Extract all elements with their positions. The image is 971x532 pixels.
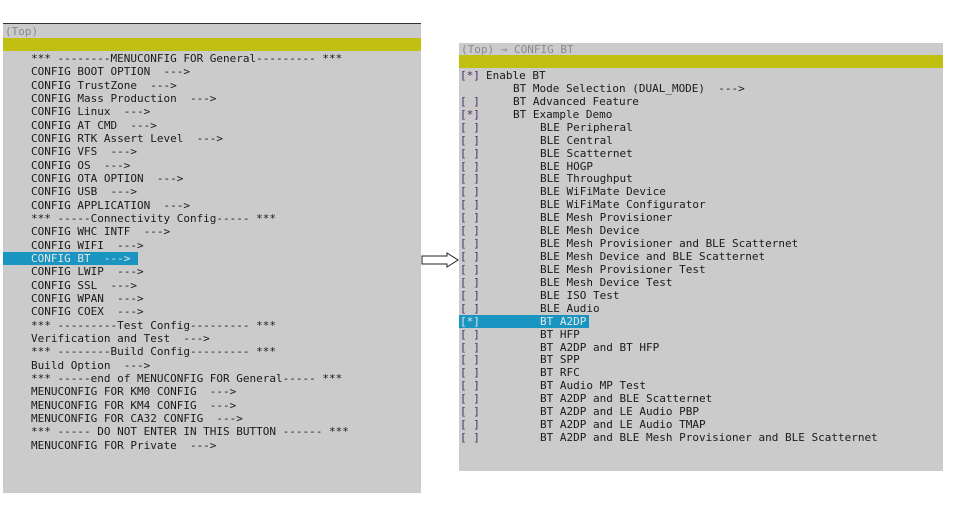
menu-item-label: MENUCONFIG FOR KM4 CONFIG ---> [31,398,237,412]
menu-item-label: CONFIG WIFI ---> [31,238,144,252]
menu-item-label: *** -----end of MENUCONFIG FOR General--… [31,371,343,385]
menu-item-label: CONFIG AT CMD ---> [31,118,157,132]
menu-item-label: CONFIG VFS ---> [31,145,137,159]
menu-item-label: BT Advanced Feature [513,94,639,108]
menu-item-label: CONFIG OS ---> [31,158,131,172]
menu-item-label: CONFIG TrustZone ---> [31,78,177,92]
menu-item-label: BLE Scatternet [540,146,633,160]
menu-item-label: CONFIG SSL ---> [31,278,137,292]
menu-item-label: BT A2DP and LE Audio PBP [540,405,699,419]
checkbox[interactable]: [ ] [460,237,480,251]
menu-item-label: BT HFP [540,327,580,341]
checkbox[interactable]: [*] [460,69,480,82]
checkbox[interactable]: [ ] [460,198,480,212]
menu-item-label: CONFIG OTA OPTION ---> [31,171,184,185]
checkbox[interactable]: [ ] [460,327,480,341]
menu-item-label: BT SPP [540,353,580,367]
menu-item-label: CONFIG WPAN ---> [31,291,144,305]
checkbox[interactable]: [*] [460,314,480,328]
menu-item-label: CONFIG Linux ---> [31,105,151,119]
checkbox[interactable]: [ ] [460,379,480,393]
menu-item-label: CONFIG COEX ---> [31,305,144,319]
menu-item-label: BLE Mesh Device and BLE Scatternet [540,250,766,264]
menu-item-label: BT Example Demo [513,107,613,121]
menu-item-label: BLE Mesh Provisioner [540,211,673,225]
menu-item-label: BLE WiFiMate Configurator [540,198,706,212]
checkbox[interactable]: [ ] [460,275,480,289]
menu-item-label: BT A2DP and BLE Mesh Provisioner and BLE… [540,431,878,445]
menu-item-label: *** ---------Test Config--------- *** [31,318,277,332]
checkbox[interactable]: [*] [460,107,480,121]
checkbox[interactable]: [ ] [460,392,480,406]
checkbox[interactable]: [ ] [460,172,480,186]
breadcrumb: (Top) [5,25,39,38]
menu-item-label: BLE Mesh Provisioner and BLE Scatternet [540,237,799,251]
menu-item-label: MENUCONFIG FOR KM0 CONFIG ---> [31,385,237,399]
checkbox[interactable]: [ ] [460,133,480,147]
title-bar [459,55,943,68]
menu-item[interactable]: [*] BT A2DP [459,314,589,328]
checkbox[interactable]: [ ] [460,224,480,238]
checkbox[interactable]: [ ] [460,211,480,225]
menu-item-label: CONFIG BT ---> [31,251,131,265]
checkbox[interactable]: [ ] [460,418,480,432]
menu-item-label: Verification and Test ---> [31,331,210,345]
menu-item-label: Build Option ---> [31,358,151,372]
menu-item-label: BT A2DP and BLE Scatternet [540,392,713,406]
checkbox[interactable]: [ ] [460,94,480,108]
checkbox[interactable]: [ ] [460,353,480,367]
checkbox[interactable]: [ ] [460,405,480,419]
menu-item-label: BLE Audio [540,301,600,315]
menu-item-label: BLE Throughput [540,172,633,186]
menu-item-label: MENUCONFIG FOR CA32 CONFIG ---> [31,411,243,425]
menu-item-label: BLE Mesh Device [540,224,640,238]
menu-item-label: CONFIG RTK Assert Level ---> [31,131,224,145]
menu-item-label: CONFIG LWIP ---> [31,265,144,279]
checkbox[interactable]: [ ] [460,120,480,134]
menu-item-label: CONFIG USB ---> [31,185,137,199]
checkbox[interactable]: [ ] [460,159,480,173]
menu-item-label: BLE Mesh Device Test [540,275,673,289]
checkbox[interactable]: [ ] [460,250,480,264]
breadcrumb: (Top) → CONFIG BT [461,43,574,56]
menu-item-label: *** ----- DO NOT ENTER IN THIS BUTTON --… [31,425,349,439]
checkbox[interactable]: [ ] [460,146,480,160]
menuconfig-top-panel: (Top) *** --------MENUCONFIG FOR General… [3,23,421,493]
menu-item-label: CONFIG APPLICATION ---> [31,198,190,212]
menu-item-label: *** --------MENUCONFIG FOR General------… [31,52,343,65]
checkbox[interactable]: [ ] [460,288,480,302]
arrow-right-icon [421,252,459,268]
menu-item-label: BT A2DP [540,314,587,328]
menu-item-label: BT Mode Selection (DUAL_MODE) ---> [513,81,745,95]
menu-item-label: BLE Central [540,133,613,147]
menu-item-label: CONFIG Mass Production ---> [31,91,217,105]
menu-item-label: BT RFC [540,366,580,380]
menu-item-label: BT A2DP and BT HFP [540,340,660,354]
checkbox[interactable]: [ ] [460,185,480,199]
menu-item-label: BT Audio MP Test [540,379,646,393]
checkbox[interactable]: [ ] [460,262,480,276]
checkbox[interactable]: [ ] [460,340,480,354]
menu-item-label: *** --------Build Config--------- *** [31,345,277,359]
menu-item-label: CONFIG BOOT OPTION ---> [31,65,190,79]
menu-item-label: BLE Mesh Provisioner Test [540,262,706,276]
menu-item-label: BLE HOGP [540,159,593,173]
checkbox[interactable]: [ ] [460,431,480,445]
menu-item[interactable]: CONFIG BT ---> [3,251,138,265]
checkbox[interactable]: [ ] [460,366,480,380]
menu-item-label: BLE WiFiMate Device [540,185,666,199]
checkbox[interactable]: [ ] [460,301,480,315]
menu-item-label: Enable BT [486,69,546,82]
menu-item-label: MENUCONFIG FOR Private ---> [31,438,217,452]
menu-item-label: *** -----Connectivity Config----- *** [31,211,277,225]
menu-item-label: CONFIG WHC INTF ---> [31,225,171,239]
menu-item-label: BLE Peripheral [540,120,633,134]
menu-item-label: BT A2DP and LE Audio TMAP [540,418,706,432]
menu-item-label: BLE ISO Test [540,288,620,302]
title-bar [3,38,421,51]
